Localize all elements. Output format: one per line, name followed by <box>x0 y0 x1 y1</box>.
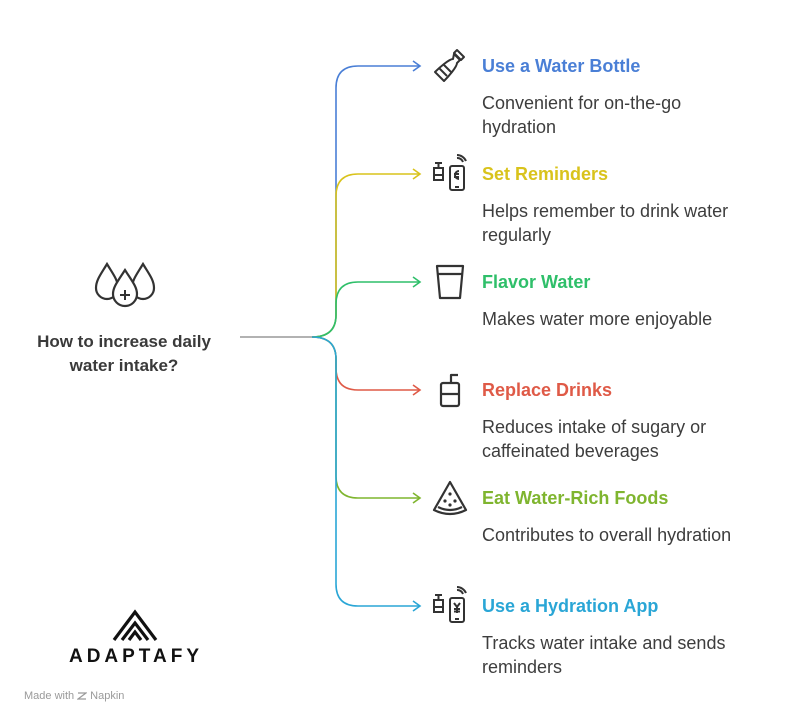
glass-icon <box>435 264 465 300</box>
item-desc-line: regularly <box>482 225 552 245</box>
watermelon-icon <box>432 480 468 516</box>
made-with-napkin[interactable]: Made with Napkin <box>24 690 124 702</box>
arrow-head-icon <box>412 600 422 612</box>
arrow-head-icon <box>412 384 422 396</box>
arrow-head-icon <box>412 60 422 72</box>
water-bottle-icon <box>434 49 465 82</box>
root-title: How to increase daily water intake? <box>14 330 234 378</box>
item-title-set-reminders: Set Reminders <box>482 164 609 184</box>
phone-app-icon <box>433 586 467 623</box>
item-desc-water-bottle: Convenient for on-the-go hydration <box>482 91 782 139</box>
logo-text: ADAPTAFY <box>68 646 204 667</box>
item-desc-line: Convenient for on-the-go <box>482 93 682 113</box>
item-title-water-bottle: Use a Water Bottle <box>482 56 641 76</box>
branch-line <box>311 65 420 338</box>
arrow-head-icon <box>412 168 422 180</box>
arrow-head-icon <box>412 492 422 504</box>
made-with-label: Made with <box>24 690 75 702</box>
item-desc-use-a-hydration-app: Tracks water intake and sends reminders <box>482 631 782 679</box>
item-desc-line: Tracks water intake and sends <box>482 633 726 653</box>
item-desc-line: Reduces intake of sugary or <box>482 417 707 437</box>
item-title-flavor-water: Flavor Water <box>482 272 591 292</box>
item-title-use-a-hydration-app: Use a Hydration App <box>482 596 659 616</box>
item-title-eat-water-rich-foods: Eat Water-Rich Foods <box>482 488 669 508</box>
item-desc-line: Contributes to overall hydration <box>482 525 732 545</box>
item-desc-replace-drinks: Reduces intake of sugary or caffeinated … <box>482 415 782 463</box>
item-desc-line: reminders <box>482 657 563 677</box>
item-desc-line: hydration <box>482 117 557 137</box>
napkin-icon <box>77 692 88 700</box>
napkin-brand: Napkin <box>90 690 125 702</box>
item-desc-line: caffeinated beverages <box>482 441 659 461</box>
item-desc-eat-water-rich-foods: Contributes to overall hydration <box>482 523 782 547</box>
branch-line <box>311 173 420 338</box>
water-drops-icon <box>94 262 156 308</box>
item-title-replace-drinks: Replace Drinks <box>482 380 613 400</box>
branch-line <box>311 336 420 499</box>
arrow-head-icon <box>412 276 422 288</box>
item-desc-line: Helps remember to drink water <box>482 201 729 221</box>
item-desc-line: Makes water more enjoyable <box>482 309 713 329</box>
item-desc-flavor-water: Makes water more enjoyable <box>482 307 782 331</box>
item-desc-set-reminders: Helps remember to drink water regularly <box>482 199 782 247</box>
branch-line <box>311 281 420 338</box>
root-title-line2: water intake? <box>69 356 179 375</box>
branch-line <box>311 336 420 391</box>
adaptafy-logo-mark-icon <box>112 609 158 641</box>
cup-straw-icon <box>439 373 461 408</box>
adaptafy-logo: ADAPTAFY <box>64 606 208 668</box>
phone-reminder-icon <box>433 154 467 191</box>
branch-line <box>311 336 420 607</box>
root-title-line1: How to increase daily <box>37 332 211 351</box>
